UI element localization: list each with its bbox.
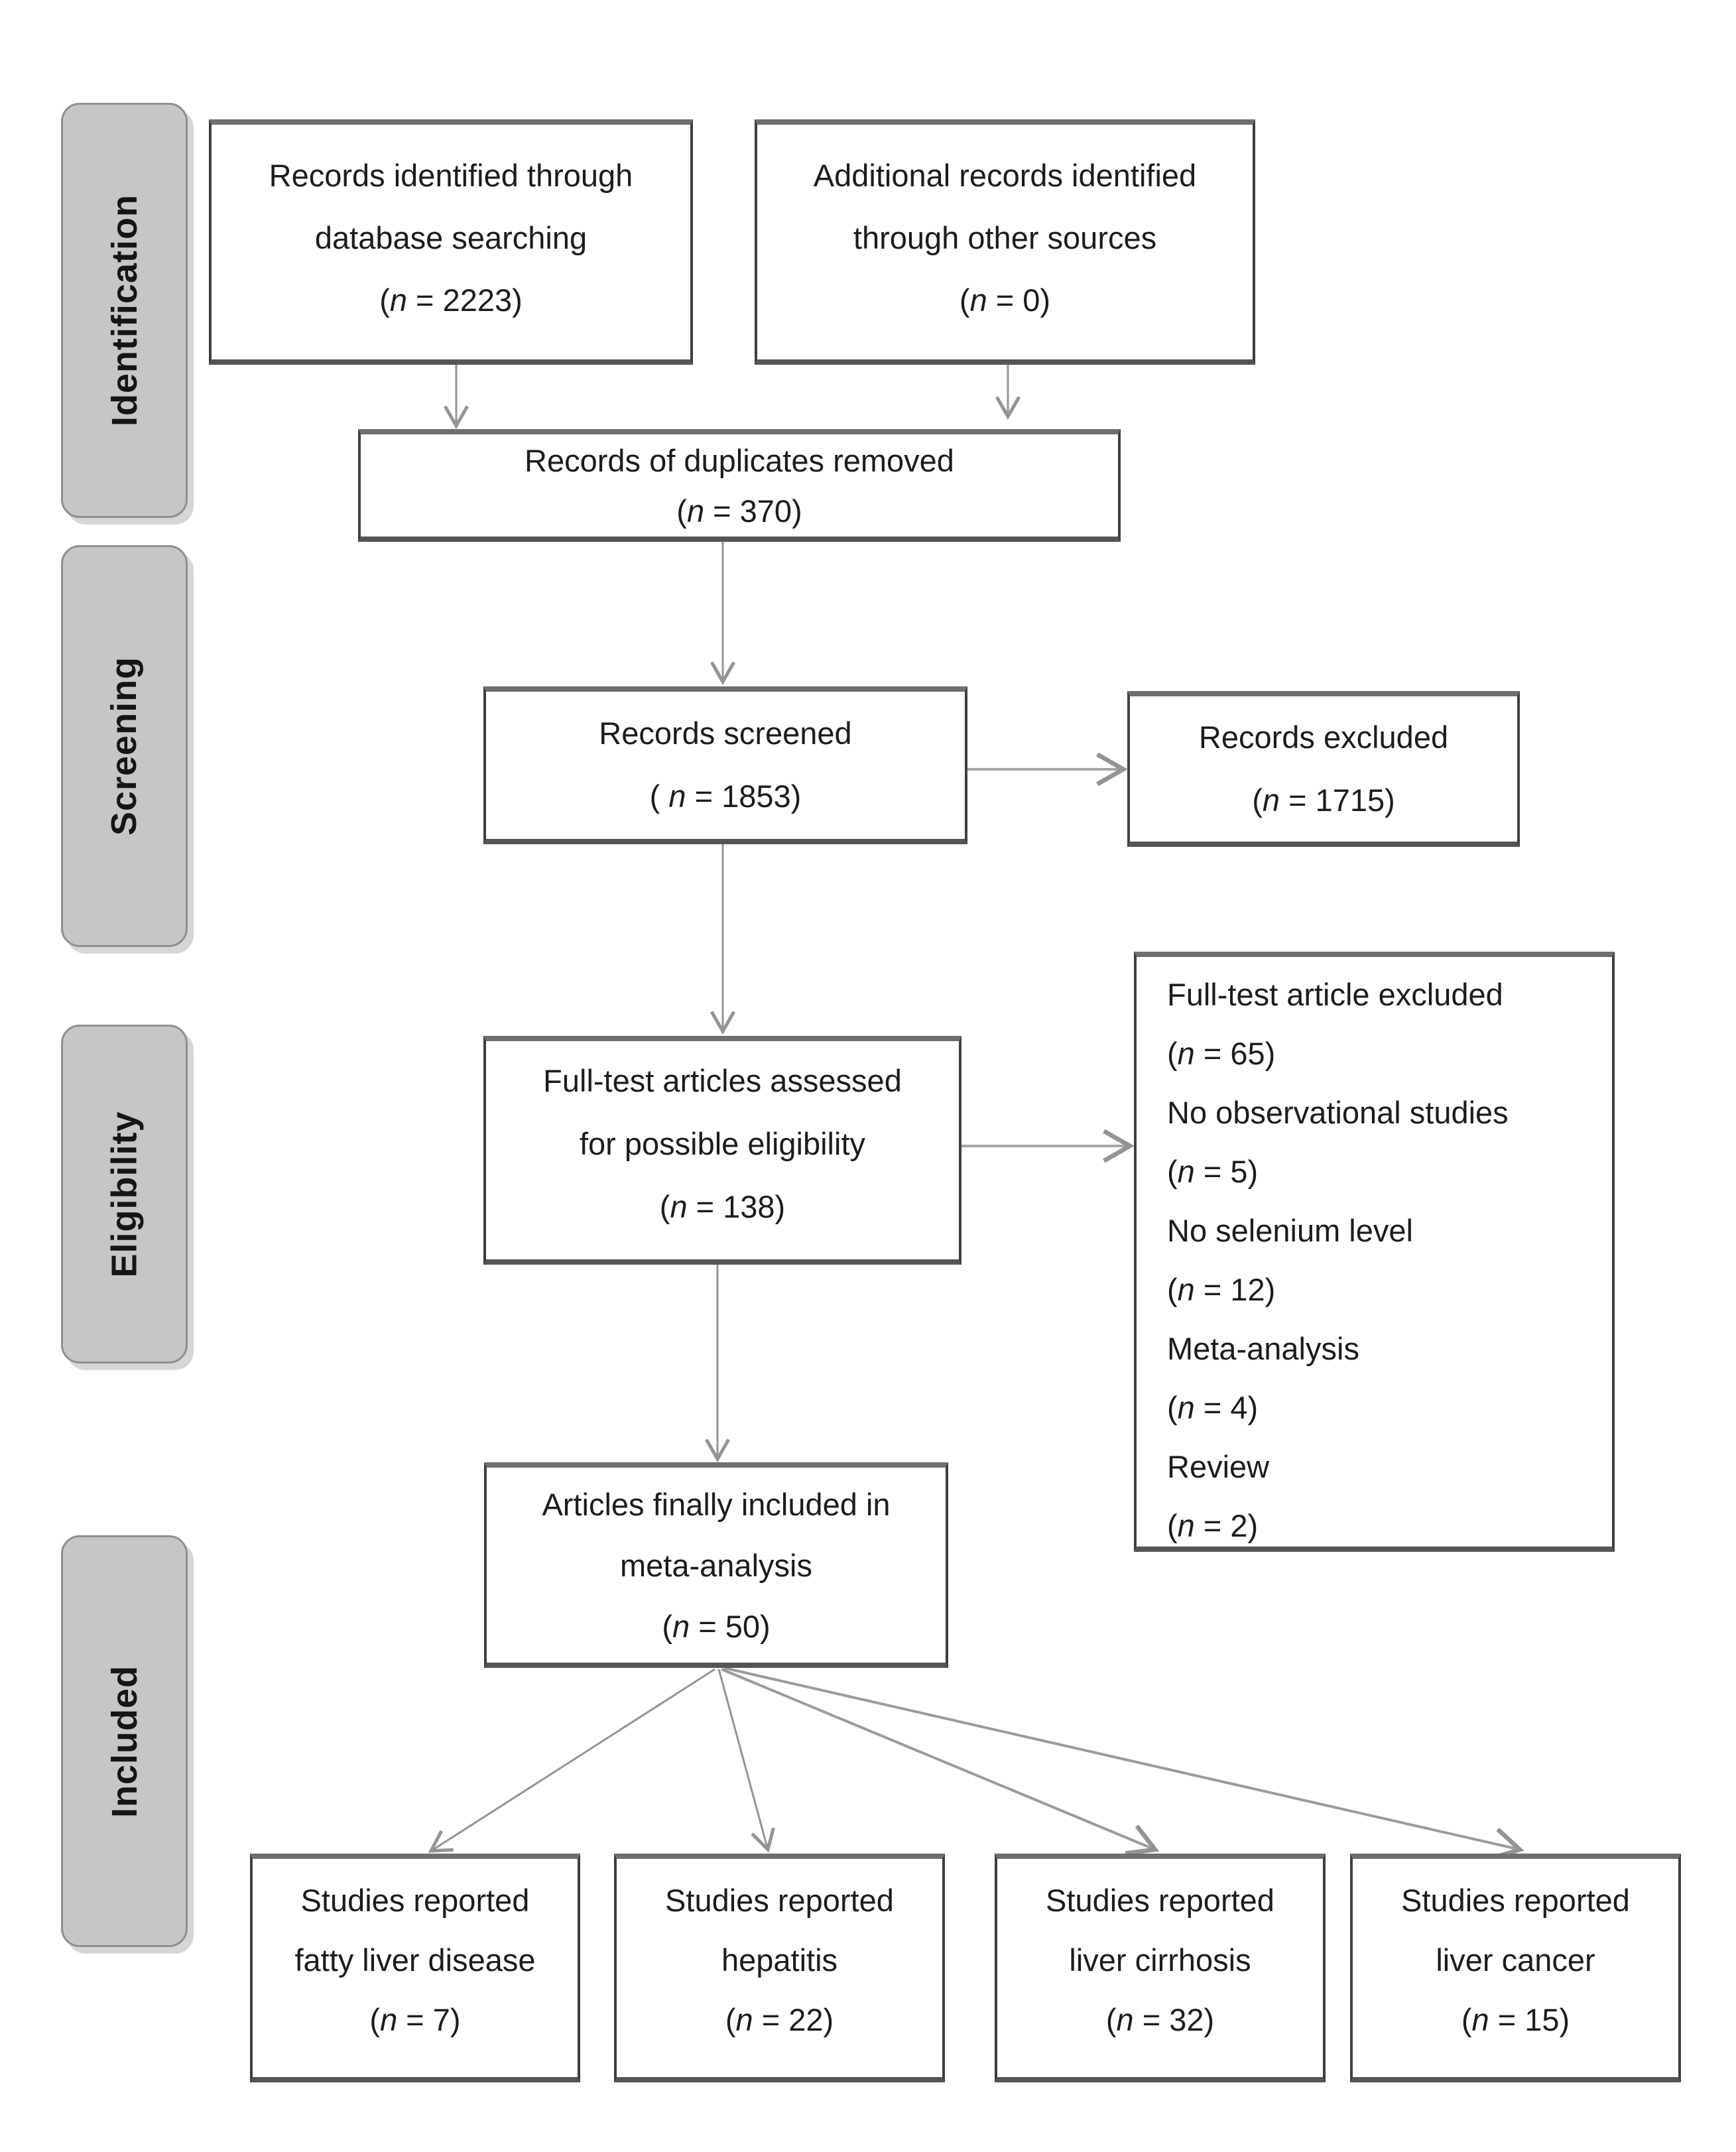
- box-count: (n = 22): [725, 2002, 834, 2037]
- box-fulltext-assessed: Full-test articles assessed for possible…: [483, 1036, 961, 1265]
- box-outcome-hepatitis: Studies reported hepatitis (n = 22): [614, 1854, 945, 2082]
- box-count: (n = 0): [959, 283, 1051, 318]
- box-line: Studies reported: [1401, 1883, 1630, 1918]
- stage-eligibility-label: Eligibility: [104, 1110, 145, 1278]
- box-line: Records identified through: [269, 158, 633, 193]
- box-line: Records screened: [599, 716, 852, 751]
- box-line: meta-analysis: [620, 1548, 812, 1583]
- box-finally-included: Articles finally included in meta-analys…: [484, 1462, 948, 1668]
- box-line: through other sources: [853, 220, 1157, 255]
- box-count: (n = 138): [659, 1189, 786, 1224]
- box-line: Full-test articles assessed: [543, 1063, 902, 1098]
- arrow-included-to-hepatitis: [717, 1669, 775, 1853]
- arrow-included-to-cirrhosis: [721, 1668, 1160, 1856]
- box-records-screened: Records screened ( n = 1853): [483, 686, 967, 844]
- box-count: (n = 370): [676, 493, 802, 529]
- box-records-identified: Records identified through database sear…: [209, 119, 693, 365]
- exclusion-reason-label: Full-test article excluded: [1167, 977, 1503, 1012]
- exclusion-reason-count: (n = 4): [1167, 1390, 1259, 1425]
- box-duplicates-removed: Records of duplicates removed (n = 370): [358, 429, 1121, 542]
- exclusion-reason-label: Meta-analysis: [1167, 1331, 1359, 1366]
- exclusion-reason-count: (n = 65): [1167, 1036, 1276, 1071]
- box-count: (n = 50): [662, 1609, 771, 1644]
- box-outcome-liver-cirrhosis: Studies reported liver cirrhosis (n = 32…: [995, 1854, 1326, 2082]
- box-line: liver cirrhosis: [1069, 1942, 1251, 1978]
- box-line: Additional records identified: [813, 158, 1197, 193]
- box-records-excluded: Records excluded (n = 1715): [1127, 691, 1520, 847]
- box-line: database searching: [314, 220, 588, 255]
- exclusion-reason-label: No selenium level: [1167, 1213, 1413, 1248]
- box-line: Studies reported: [1046, 1883, 1274, 1918]
- box-count: (n = 7): [369, 2002, 461, 2037]
- box-outcome-fatty-liver: Studies reported fatty liver disease (n …: [250, 1854, 580, 2082]
- box-additional-records: Additional records identified through ot…: [755, 119, 1255, 365]
- box-count: (n = 1715): [1252, 783, 1395, 818]
- box-line: hepatitis: [721, 1942, 838, 1978]
- stage-included: Included: [61, 1535, 188, 1947]
- exclusion-reason-label: Review: [1167, 1449, 1270, 1484]
- box-count: (n = 2223): [379, 283, 523, 318]
- box-count: ( n = 1853): [649, 779, 802, 814]
- arrow-included-to-cancer: [723, 1667, 1524, 1861]
- box-count: (n = 32): [1105, 2002, 1215, 2037]
- exclusion-reason-label: No observational studies: [1167, 1095, 1509, 1130]
- box-line: for possible eligibility: [579, 1126, 866, 1161]
- exclusion-reason-count: (n = 2): [1167, 1508, 1259, 1543]
- box-line: Records excluded: [1198, 720, 1449, 755]
- stage-eligibility: Eligibility: [61, 1025, 188, 1363]
- box-line: Studies reported: [300, 1883, 530, 1918]
- box-count: (n = 15): [1461, 2002, 1570, 2037]
- box-line: liver cancer: [1436, 1942, 1595, 1978]
- exclusion-reason-count: (n = 5): [1167, 1154, 1259, 1189]
- box-line: Studies reported: [665, 1883, 894, 1918]
- exclusion-reason-count: (n = 12): [1167, 1272, 1276, 1307]
- arrow-included-to-fatty-liver: [428, 1668, 715, 1853]
- box-line: Articles finally included in: [542, 1487, 891, 1522]
- stage-screening: Screening: [61, 545, 188, 947]
- stage-identification-label: Identification: [104, 194, 145, 426]
- stage-screening-label: Screening: [104, 656, 145, 836]
- stage-included-label: Included: [104, 1665, 145, 1818]
- box-outcome-liver-cancer: Studies reported liver cancer (n = 15): [1350, 1854, 1681, 2082]
- box-exclusion-reasons: Full-test article excluded (n = 65) No o…: [1134, 952, 1615, 1552]
- box-line: Records of duplicates removed: [525, 443, 954, 478]
- stage-identification: Identification: [61, 103, 188, 518]
- box-line: fatty liver disease: [294, 1942, 536, 1978]
